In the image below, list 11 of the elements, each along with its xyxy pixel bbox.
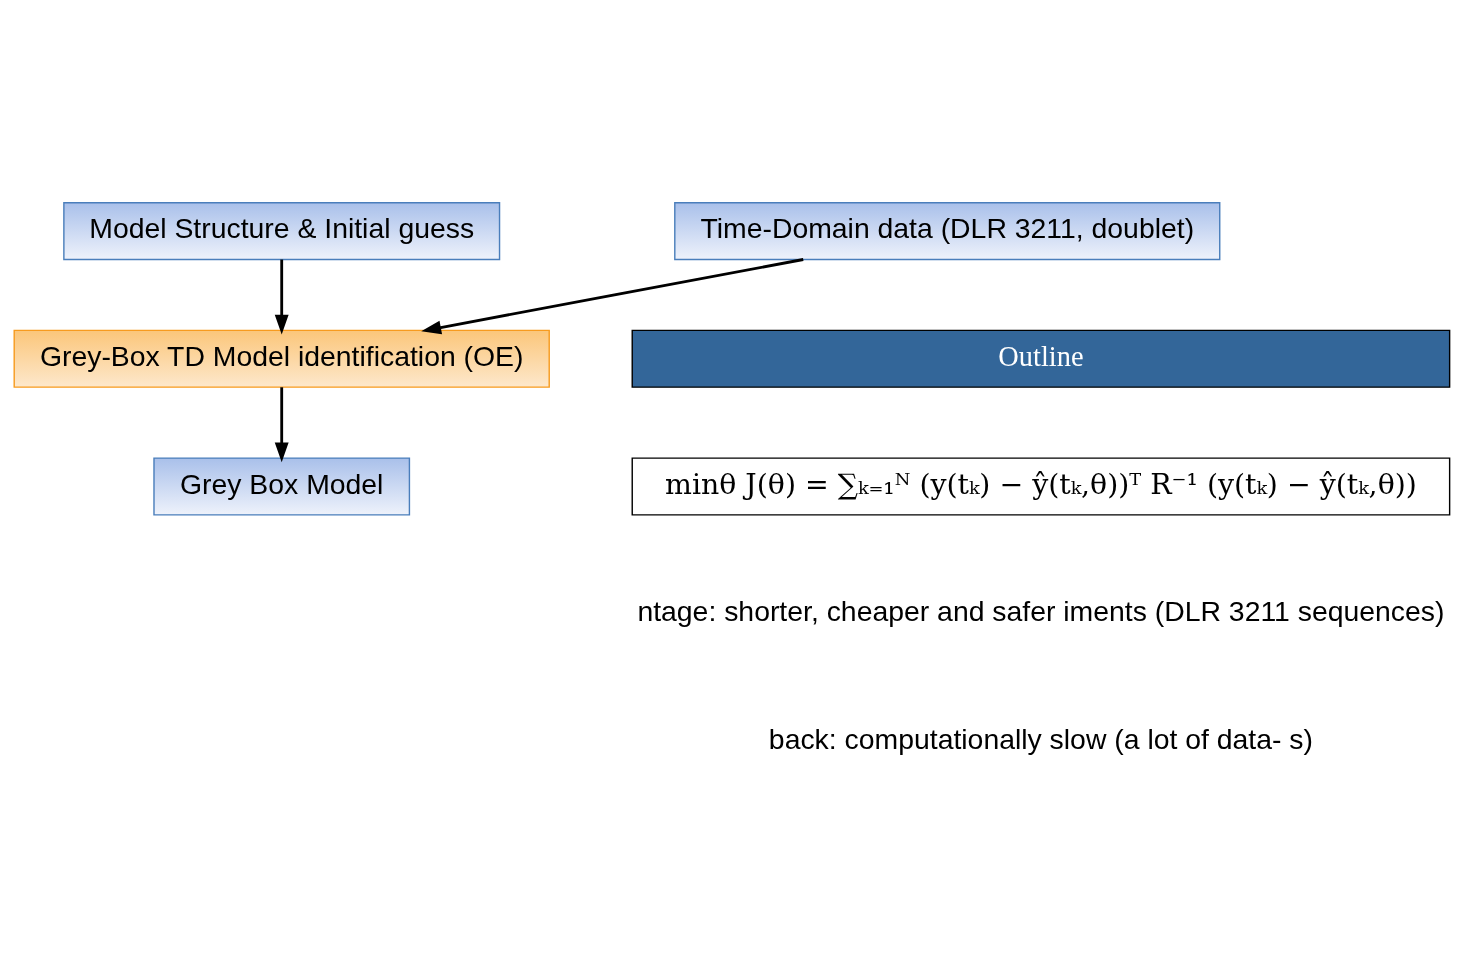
label: ntage: shorter, cheaper and safer iments (DLR 3211 sequences): [637, 595, 1445, 628]
node-box: minθ J(θ) = ∑ₖ₌₁ᴺ (y(tₖ) − ŷ(tₖ,θ))ᵀ R⁻¹ (y(tₖ) − ŷ(tₖ,θ)): [631, 457, 1451, 516]
node-box: Grey Box Model: [153, 457, 411, 516]
arrow: [421, 258, 804, 335]
arrow: [274, 387, 289, 463]
arrow: [274, 259, 289, 335]
label: back: computationally slow (a lot of data- s): [768, 723, 1313, 756]
node-box: Outline: [631, 329, 1451, 388]
node-box: Model Structure & Initial guess: [63, 201, 501, 261]
node-box: Grey-Box TD Model identification (OE): [13, 329, 550, 388]
node-box: Time-Domain data (DLR 3211, doublet): [674, 201, 1221, 261]
